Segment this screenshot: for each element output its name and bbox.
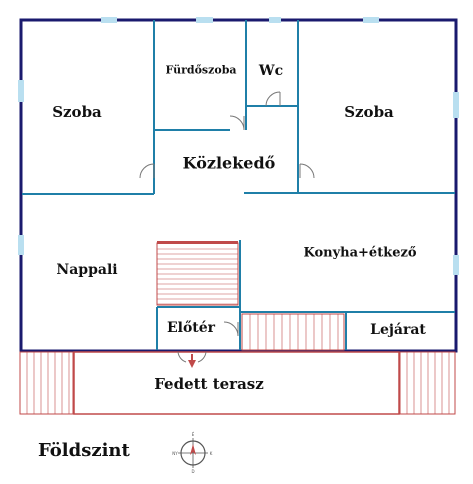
- compass-icon: É D K NY: [172, 432, 212, 474]
- room-label-szoba-right: Szoba: [344, 103, 394, 121]
- compass-west: NY: [172, 451, 178, 456]
- room-label-lejarat: Lejárat: [370, 322, 426, 338]
- room-label-nappali: Nappali: [56, 262, 118, 278]
- windows: [18, 17, 459, 275]
- outer-wall: [19, 18, 458, 353]
- compass-east: K: [210, 451, 213, 456]
- compass-south: D: [191, 469, 194, 474]
- ramp-stairs: [241, 313, 345, 351]
- entrance-arrow-icon: [188, 354, 196, 368]
- central-stairs: [156, 241, 239, 306]
- floor-title: Földszint: [38, 440, 130, 461]
- room-label-wc: Wc: [258, 63, 284, 79]
- room-label-furdoszoba: Fürdőszoba: [165, 63, 237, 77]
- compass-north: É: [192, 432, 195, 437]
- terrace: [19, 351, 456, 415]
- room-label-terasz: Fedett terasz: [154, 375, 264, 393]
- room-label-eloter: Előtér: [166, 320, 216, 336]
- inner-walls: [22, 20, 455, 350]
- room-label-konyha: Konyha+étkező: [303, 245, 417, 261]
- doors: [139, 91, 315, 337]
- room-label-kozlekedo: Közlekedő: [182, 153, 276, 173]
- room-label-szoba-left: Szoba: [52, 103, 102, 121]
